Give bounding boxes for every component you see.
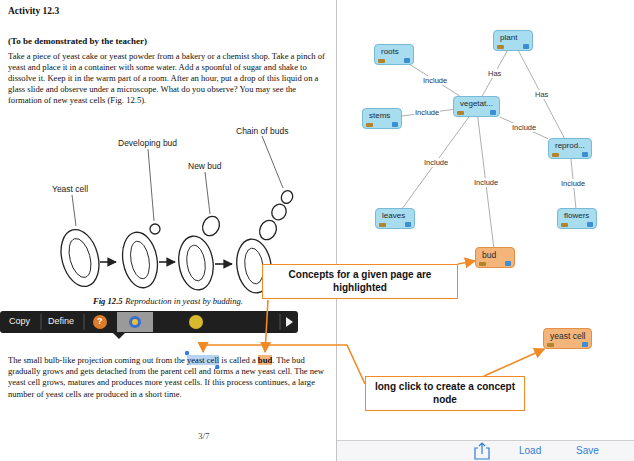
- link-label: Include: [560, 179, 586, 188]
- body-paragraph: The small bulb-like projection coming ou…: [8, 355, 332, 400]
- process-arrows: [100, 262, 232, 264]
- concept-link: [403, 117, 469, 208]
- help-icon-text: ?: [97, 316, 103, 326]
- node-icon: [582, 342, 588, 347]
- link-label: Has: [487, 69, 502, 78]
- menu-button: Define: [48, 316, 74, 326]
- link-label: Include: [414, 108, 440, 117]
- activity-heading: Activity 12.3: [8, 6, 59, 16]
- node-icon: [378, 59, 385, 63]
- node-icon: [457, 111, 464, 115]
- concept-link: [482, 51, 507, 96]
- concept-text: flowers: [564, 211, 590, 221]
- toolbar-button: Save: [576, 445, 599, 456]
- node-icon: [552, 153, 559, 157]
- highlighted-concept-node: yeast cell: [543, 328, 592, 349]
- concept-node: vegetat...: [453, 96, 500, 117]
- node-icon: [505, 261, 511, 266]
- menu-button: Copy: [9, 316, 30, 326]
- highlighted-word: bud: [258, 355, 272, 365]
- concept-node: flowers: [557, 208, 597, 229]
- caption-text: Reproduction in yeast by budding.: [125, 296, 243, 306]
- node-icon: [561, 223, 568, 227]
- paragraph-text: The small bulb-like projection coming ou…: [8, 355, 185, 365]
- yeast-cells: [55, 189, 295, 295]
- concept-node: leaves: [375, 208, 415, 229]
- concept-text: reprod...: [555, 141, 585, 151]
- highlighted-concept-node: bud: [475, 247, 515, 268]
- activity-note: (To be demonstrated by the teacher): [8, 36, 147, 46]
- body-paragraph: Take a piece of yeast cake or yeast powd…: [8, 51, 332, 106]
- concept-link: [500, 117, 548, 139]
- concept-text: roots: [381, 47, 407, 57]
- page-number: 3/7: [198, 431, 210, 441]
- node-icon: [479, 262, 486, 266]
- link-label: Include: [473, 178, 499, 187]
- callout-arrow: [458, 261, 475, 264]
- part-label: Chain of buds: [236, 126, 288, 136]
- concept-text: yeast cell: [550, 331, 585, 341]
- link-label: Has: [534, 90, 549, 99]
- callout-box: Concepts for a given page are highlighte…: [262, 264, 458, 299]
- leader-lines: [72, 136, 283, 226]
- panel-divider: [336, 0, 337, 461]
- paragraph-text: is called a: [221, 355, 255, 365]
- callout-arrow: [484, 349, 544, 376]
- node-icon: [405, 222, 411, 227]
- figure-number: Fig 12.5: [93, 296, 123, 306]
- concept-node: reprod...: [548, 138, 592, 159]
- part-label: Developing bud: [118, 138, 177, 148]
- toolbar-icons: [41, 312, 293, 339]
- callout-box: long click to create a concept node: [365, 376, 525, 411]
- node-icon: [490, 110, 496, 115]
- node-icon: [587, 222, 593, 227]
- share-icon: [475, 443, 489, 459]
- concept-link: [411, 65, 460, 96]
- concept-node: roots: [374, 44, 414, 65]
- node-icon: [366, 123, 373, 127]
- callout-text: long click to create a concept node: [372, 381, 518, 406]
- part-label: New bud: [188, 161, 222, 171]
- node-icon: [379, 223, 386, 227]
- concept-text: bud: [482, 250, 508, 260]
- highlighted-word: yeast cell: [187, 355, 219, 365]
- callout-text: Concepts for a given page are highlighte…: [269, 269, 451, 294]
- node-icon: [392, 122, 398, 127]
- first-line: The small bulb-like projection coming ou…: [8, 355, 272, 365]
- link-label: Include: [423, 158, 449, 167]
- concept-text: plant: [500, 33, 526, 43]
- toolbar-button: Load: [519, 445, 541, 456]
- link-label: Include: [511, 123, 537, 132]
- node-icon: [582, 152, 588, 157]
- node-icon: [523, 44, 529, 49]
- concept-node: stems: [362, 108, 402, 129]
- concept-node: plant: [493, 30, 533, 51]
- node-icon: [497, 45, 504, 49]
- part-label: Yeast cell: [52, 184, 88, 194]
- node-icon: [547, 343, 554, 347]
- node-icon: [404, 58, 410, 63]
- link-label: Include: [422, 76, 448, 85]
- concept-text: stems: [369, 111, 395, 121]
- concept-text: vegetat...: [460, 99, 493, 109]
- concept-text: leaves: [382, 211, 408, 221]
